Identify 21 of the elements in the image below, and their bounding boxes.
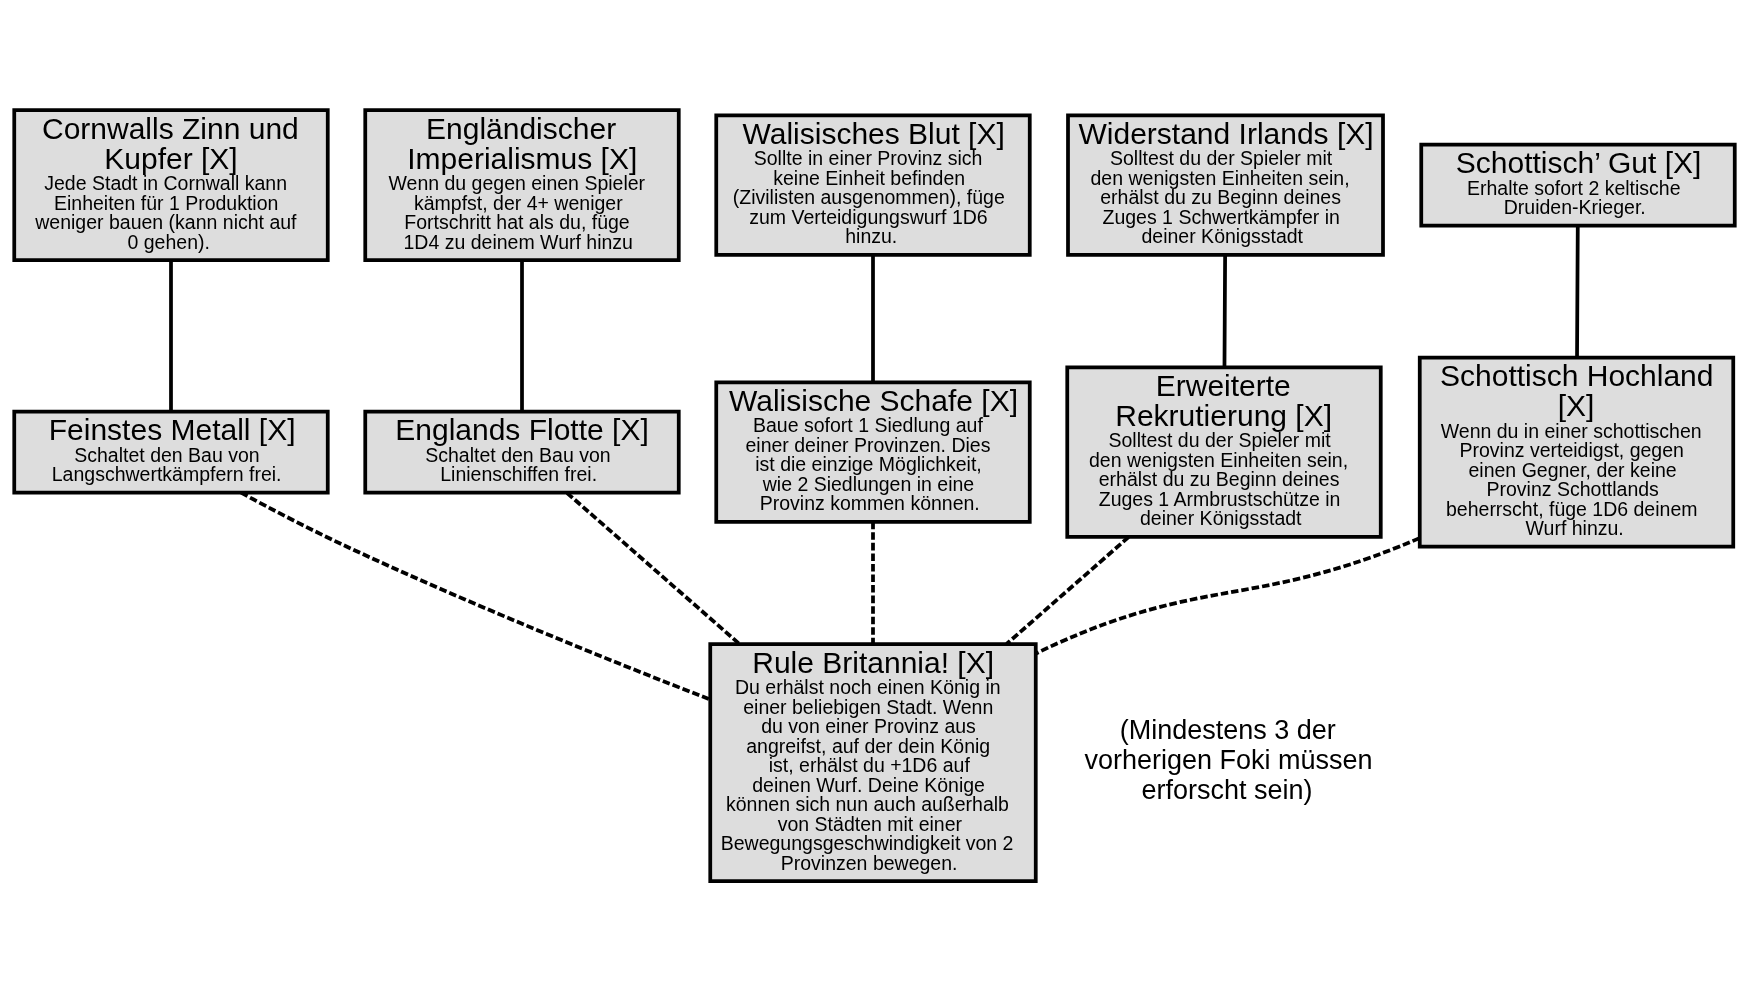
node-box: Widerstand Irlands [X] Solltest du der Spieler mit den wenigsten Einheiten sein, erhälst du zu Beginn deines Zuges 1 Schwertkämpfer in deiner Königsstadt: [1066, 112, 1385, 257]
node-box: Engländischer Imperialismus [X] Wenn du gegen einen Spieler kämpfst, der 4+ weniger Fortschritt hat als du, füge 1D4 zu deinem Wurf hinzu: [363, 107, 681, 262]
connector: [520, 259, 524, 411]
connector: [1222, 254, 1227, 367]
connector: [565, 491, 741, 645]
node-box: Walisisches Blut [X] Sollte in einer Provinz sich keine Einheit befinden (Zivilisten ausgenommen), füge zum Verteidigungswurf 1D6 hinzu.: [714, 112, 1032, 257]
node-box: Rule Britannia! [X] Du erhälst noch einen König in einer beliebigen Stadt. Wenn du von einer Provinz aus angreifst, auf der dein König ist, erhälst du +1D6 auf deinen Wurf. Deine Könige können sich nun auch außerhalb von Städten mit einer Bewegungsgeschwindigkeit von 2 Provinzen bewegen.: [708, 641, 1038, 883]
connector: [871, 254, 875, 382]
node-box: Cornwalls Zinn und Kupfer [X] Jede Stadt in Cornwall kann Einheiten für 1 Produktion weniger bauen (kann nicht auf 0 gehen).: [12, 107, 330, 262]
node-box: Erweiterte Rekrutierung [X] Solltest du der Spieler mit den wenigsten Einheiten sein, erhälst du zu Beginn deines Zuges 1 Armbrustschütze in deiner Königsstadt: [1065, 364, 1383, 539]
connector: [871, 521, 875, 644]
connector: [1575, 225, 1580, 357]
node-box: Feinstes Metall [X] Schaltet den Bau von Langschwertkämpfern frei.: [12, 409, 330, 494]
node-box: Schottisch Hochland [X] Wenn du in einer schottischen Provinz verteidigst, gegen einen Gegner, der keine Provinz Schottlands beherrscht, füge 1D6 deinem Wurf hinzu.: [1417, 355, 1736, 548]
node-box: Englands Flotte [X] Schaltet den Bau von Linienschiffen frei.: [363, 409, 681, 494]
label: (Mindestens 3 der vorherigen Foki müssen erforscht sein): [1084, 714, 1373, 805]
connector: [169, 259, 173, 411]
connector: [1005, 535, 1130, 645]
node-box: Walisische Schafe [X] Baue sofort 1 Siedlung auf einer deiner Provinzen. Dies ist die einzige Möglichkeit, wie 2 Siedlungen in eine Provinz kommen können.: [714, 379, 1032, 524]
node-box: Schottisch’ Gut [X] Erhalte sofort 2 keltische Druiden-Krieger.: [1419, 142, 1737, 227]
connector: [1034, 535, 1421, 655]
